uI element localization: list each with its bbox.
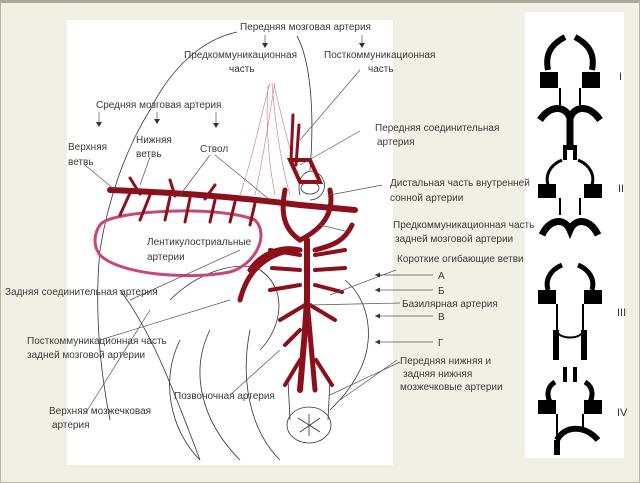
variant-label-III: III <box>617 307 626 319</box>
label-superior-cerebellar-artery: Верхняя мозжечковая <box>49 406 151 417</box>
variant-III: III <box>538 262 626 360</box>
label-upper-branch: Верхняя <box>68 142 107 153</box>
variant-II: II <box>538 145 624 240</box>
label-level-a: А <box>438 271 445 282</box>
label-distal-ica: Дистальная часть внутренней <box>390 178 530 189</box>
arteries <box>107 113 358 393</box>
label-aica-pica-3: мозжечковые артерии <box>400 382 503 393</box>
label-lenticulostriate: Лентикулостриальные <box>147 237 252 248</box>
label-anterior-communicating-artery-2: артерия <box>377 137 415 148</box>
label-pca-postcommunicating: Посткоммуникационная часть <box>27 336 167 347</box>
label-lenticulostriate-2: артерии <box>147 252 185 263</box>
brain-outline <box>97 31 369 461</box>
label-aica-pica: Передняя нижняя и <box>400 356 491 367</box>
label-level-b: Б <box>438 286 445 297</box>
variant-I: I <box>537 34 622 150</box>
label-distal-ica-2: сонной артерии <box>390 193 463 204</box>
label-pca-postcommunicating-2: задней мозговой артерии <box>27 350 145 361</box>
label-precommunicating-part-2: часть <box>229 64 255 75</box>
label-aica-pica-2: задняя нижняя <box>403 369 472 380</box>
leader-lines <box>84 35 433 415</box>
label-lower-branch-2: ветвь <box>136 149 162 160</box>
variant-label-I: I <box>619 71 622 83</box>
label-lower-branch: Нижняя <box>136 135 172 146</box>
label-upper-branch-2: ветвь <box>68 157 94 168</box>
variant-label-II: II <box>618 183 624 195</box>
label-precommunicating-part: Предкоммуникационная <box>184 50 297 61</box>
label-superior-cerebellar-artery-2: артерия <box>52 420 90 431</box>
lenticulostriate-fibers <box>239 82 301 196</box>
label-short-circumflex-branches: Короткие огибающие ветви <box>397 253 524 265</box>
lenticulostriate-loop <box>93 209 263 278</box>
label-postcommunicating-part: Посткоммуникационная <box>324 50 435 61</box>
variant-label-IV: IV <box>617 407 628 419</box>
label-trunk: Ствол <box>200 144 228 155</box>
variant-IV: IV <box>538 367 628 455</box>
label-middle-cerebral-artery: Средняя мозговая артерия <box>96 100 221 111</box>
label-pca-precommunicating: Предкоммуникационная часть <box>393 220 534 231</box>
label-pca-precommunicating-2: задней мозговой артерии <box>395 234 513 245</box>
label-level-v: В <box>438 312 445 323</box>
label-level-g: Г <box>438 338 444 349</box>
variants-panel <box>525 12 624 458</box>
label-posterior-communicating-artery: Задняя соединительная артерия <box>5 287 158 298</box>
label-anterior-cerebral-artery: Передняя мозговая артерия <box>240 22 371 33</box>
label-basilar-artery: Базилярная артерия <box>402 299 498 310</box>
labels: Передняя мозговая артерия Предкоммуникац… <box>5 22 534 431</box>
label-postcommunicating-part-2: часть <box>368 64 394 75</box>
label-vertebral-artery: Позвоночная артерия <box>174 391 275 402</box>
label-anterior-communicating-artery: Передняя соединительная <box>375 123 499 134</box>
